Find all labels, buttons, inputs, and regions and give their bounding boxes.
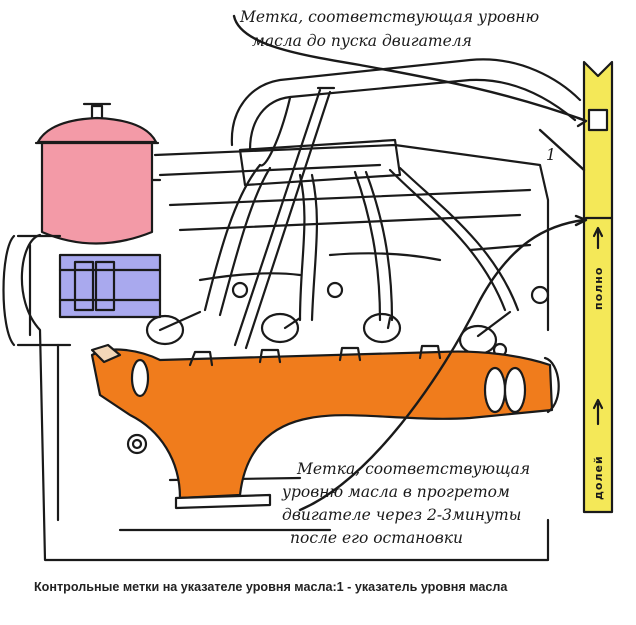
dipstick-tube [235,88,334,348]
top-label-line1: Метка, соответствующая уровню [239,8,539,26]
leader-lines [234,16,586,510]
bottom-label-line4: после его остановки [290,529,463,547]
dipstick-full-mark: полно [592,267,605,310]
dipstick-low-mark: долей [592,455,605,500]
oil-filter [36,104,160,244]
spark-plug-caps [147,312,510,354]
bottom-label-line1: Метка, соответствующая [296,460,530,478]
bottom-label-line2: уровню масла в прогретом [281,483,510,501]
bottom-label-line3: двигателе через 2-3минуты [282,506,521,524]
pointer-number: 1 [546,146,556,164]
top-label-line2: масла до пуска двигателя [252,32,472,50]
pump-unit [4,236,161,345]
figure-caption: Контрольные метки на указателе уровня ма… [34,579,624,596]
